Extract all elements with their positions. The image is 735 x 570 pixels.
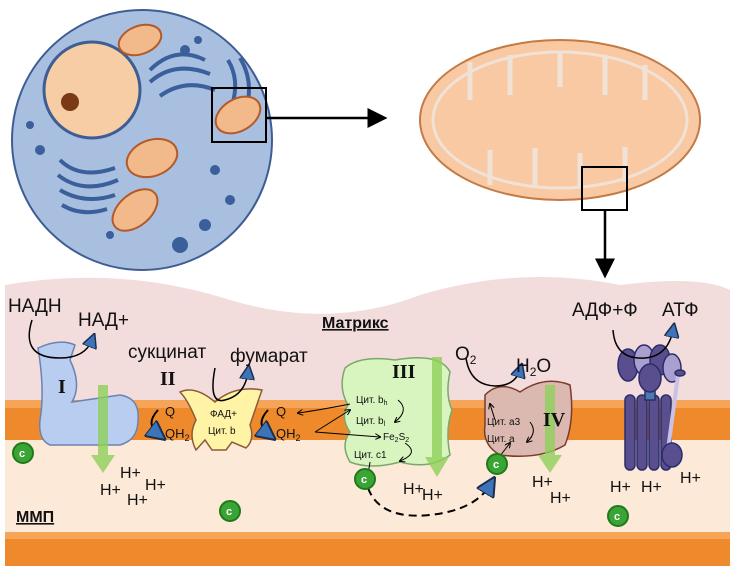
nucleolus [61,93,79,111]
proton: H+ [120,465,141,482]
q-labels: Q QH2 Q QH2 [165,404,301,443]
complex-3-label: III [392,361,416,383]
matrix-region [5,277,730,405]
svg-text:c: c [19,448,25,460]
complex-2: ФАД+ Цит. b II [160,368,263,452]
cytochrome-c: c [486,453,508,475]
svg-text:QH2: QH2 [276,426,301,443]
proton: H+ [680,470,701,487]
reaction-arrows [28,319,673,517]
o2-label: O2 [455,344,477,367]
complex-2-label: II [160,368,176,390]
proton: H+ [403,481,424,498]
svg-text:Q: Q [276,404,286,419]
mitochondrion [419,39,701,211]
svg-text:QH2: QH2 [165,426,190,443]
svg-text:c: c [493,459,499,471]
proton: H+ [422,487,443,504]
er [56,52,251,215]
proton: H+ [532,474,553,491]
svg-text:c: c [614,511,620,523]
proton: H+ [550,490,571,507]
proton: H+ [145,477,166,494]
svg-text:Q: Q [165,404,175,419]
cyt-b-label: Цит. b [208,426,236,437]
atp-label: АТФ [662,300,699,321]
complex-3: III Цит. bh Цит. bl Fe2S2 Цит. c1 [341,357,453,467]
h2o-label: H2O [516,356,551,379]
cytochrome-c: c [219,500,241,522]
cyt-a-label: Цит. a [487,434,515,445]
proton: H+ [610,479,631,496]
proton-arrow-4 [538,385,562,473]
proton-arrow-1 [91,385,115,473]
adp-label: АДФ+Ф [572,300,638,321]
fe2s2-label: Fe2S2 [383,432,409,444]
proton: H+ [127,492,148,509]
cytochrome-c: c [354,468,376,490]
ims-label: ММП [16,509,54,526]
proton-pump-arrows [91,357,562,477]
vesicles [26,36,235,253]
nad-label: НАД+ [78,310,129,331]
fumarate-label: фумарат [230,346,308,367]
zoom-box-cell [211,87,267,143]
complex-1: I [37,341,139,446]
complex-4-label: IV [543,409,566,431]
nadh-label: НАДН [8,296,62,317]
cyt-bh-label: Цит. bh [356,395,388,407]
cell [11,9,273,271]
proton-arrow-3 [425,357,449,477]
protons: H+ H+ H+ H+ H+ H+ H+ H+ H+ H+ H+ [100,465,701,509]
svg-text:c: c [226,506,232,518]
proton: H+ [641,479,662,496]
cyt-bl-label: Цит. bl [356,416,386,428]
cyt-c1-label: Цит. c1 [354,450,387,461]
atp-synthase [617,344,686,471]
cytochrome-c-molecules: c c c c c [12,442,629,527]
cytochrome-c: c [12,442,34,464]
svg-text:c: c [361,474,367,486]
cyt-a3-label: Цит. a3 [487,417,521,428]
complex-1-label: I [58,376,66,398]
cytochrome-c: c [607,505,629,527]
nucleus [42,40,142,140]
matrix-label: Матрикс [322,315,389,332]
mitochondria-small [111,23,262,232]
succinate-label: сукцинат [128,342,206,363]
proton: H+ [100,482,121,499]
fad-label: ФАД+ [210,409,237,420]
